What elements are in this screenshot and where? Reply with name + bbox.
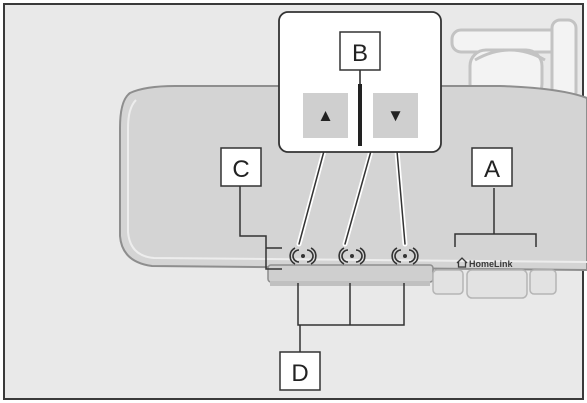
homelink-text: HomeLink [469, 259, 514, 269]
rear-view-mirror [119, 85, 587, 272]
button-inset: ▲ ▼ [278, 11, 442, 153]
button-strip [267, 264, 434, 286]
transmitter-icon [289, 247, 317, 265]
inset-pointers [296, 148, 408, 247]
transmitter-icon [338, 247, 366, 265]
homelink-indicator: HomeLink [456, 257, 514, 269]
lower-mount-tabs [432, 269, 557, 299]
label-d: D [279, 351, 321, 391]
down-arrow-icon: ▼ [387, 106, 404, 125]
label-b-text: B [352, 40, 368, 67]
transmitter-icon [391, 247, 419, 265]
transmitter-button-1[interactable] [289, 247, 317, 265]
label-a: A [471, 147, 513, 187]
transmitter-button-2[interactable] [338, 247, 366, 265]
label-d-text: D [291, 360, 308, 387]
up-button[interactable]: ▲ [303, 93, 348, 138]
label-c-text: C [232, 156, 249, 183]
transmitter-button-3[interactable] [391, 247, 419, 265]
up-arrow-icon: ▲ [317, 106, 334, 125]
label-b: B [339, 31, 381, 71]
label-a-text: A [484, 156, 500, 183]
label-c: C [220, 147, 262, 187]
callout-lines [239, 186, 537, 352]
home-icon [456, 257, 468, 268]
down-button[interactable]: ▼ [373, 93, 418, 138]
